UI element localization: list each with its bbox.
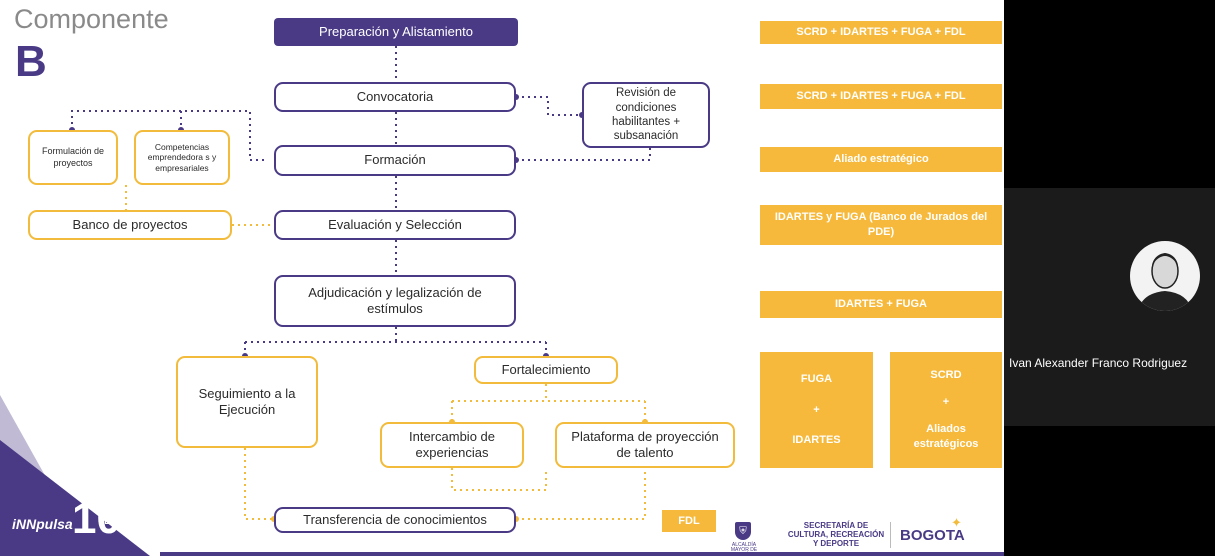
ten-years-logo: 10 [72,494,121,543]
component-letter: B [15,37,47,86]
step-seguimiento: Seguimiento a la Ejecución [176,356,318,448]
step-evaluacion: Evaluación y Selección [274,210,516,240]
block-label-bottom: IDARTES [792,434,841,447]
competencias-box: Competencias emprendedora s y empresaria… [134,130,230,185]
step-preparacion: Preparación y Alistamiento [274,18,518,46]
step-fortalecimiento: Fortalecimiento [474,356,618,384]
block-label-top: FUGA [800,372,833,385]
innpulsa-logo: iNNpulsa [12,516,73,532]
formulacion-box: Formulación de proyectos [28,130,118,185]
logo-divider [890,522,891,548]
flow-connectors [0,46,1004,556]
year-label: 2032 [127,528,152,540]
participant-name: Ivan Alexander Franco Rodriguez [1009,356,1188,370]
step-formacion: Formación [274,145,516,176]
bottom-band [160,552,1004,556]
secretaria-logo: SECRETARÍA DE CULTURA, RECREACIÓN Y DEPO… [787,521,885,548]
block-label-top: SCRD [930,369,962,382]
step-intercambio: Intercambio de experiencias [380,422,524,468]
responsible-bar-2: SCRD + IDARTES + FUGA + FDL [760,84,1002,109]
participant-avatar [1130,241,1200,311]
banco-proyectos-box: Banco de proyectos [28,210,232,240]
presentation-slide: Componente B Preparación y Alistamiento … [0,0,1004,556]
bogota-logo: BOGOTA [900,527,965,544]
fdl-tag: FDL [662,510,716,532]
step-revision: Revisión de condiciones habilitantes + s… [582,82,710,148]
participant-video-tile[interactable] [1004,188,1215,426]
alcaldia-label: ALCALDÍA MAYOR DE BOGOTÁ D.C. [727,542,761,556]
star-icon: ✦ [951,515,962,530]
bogota-shield-icon: ⛨ [735,522,751,540]
decor-triangle [0,440,150,556]
block-label-plus: + [813,403,820,416]
anos-label: años [105,512,131,524]
person-icon [1138,253,1192,311]
slide-title: Componente [14,4,169,34]
responsible-block-scrd-aliados: SCRD + Aliados estratégicos [890,352,1002,468]
step-transferencia: Transferencia de conocimientos [274,507,516,533]
block-label-bottom: Aliados estratégicos [913,423,979,450]
responsible-bar-3: Aliado estratégico [760,147,1002,172]
responsible-block-fuga-idartes: FUGA + IDARTES [760,352,873,468]
step-adjudicacion: Adjudicación y legalización de estímulos [274,275,516,327]
responsible-bar-4: IDARTES y FUGA (Banco de Jurados del PDE… [760,205,1002,245]
responsible-bar-5: IDARTES + FUGA [760,291,1002,318]
step-plataforma: Plataforma de proyección de talento [555,422,735,468]
step-convocatoria: Convocatoria [274,82,516,112]
block-label-plus: + [942,396,950,409]
responsible-bar-1: SCRD + IDARTES + FUGA + FDL [760,21,1002,44]
